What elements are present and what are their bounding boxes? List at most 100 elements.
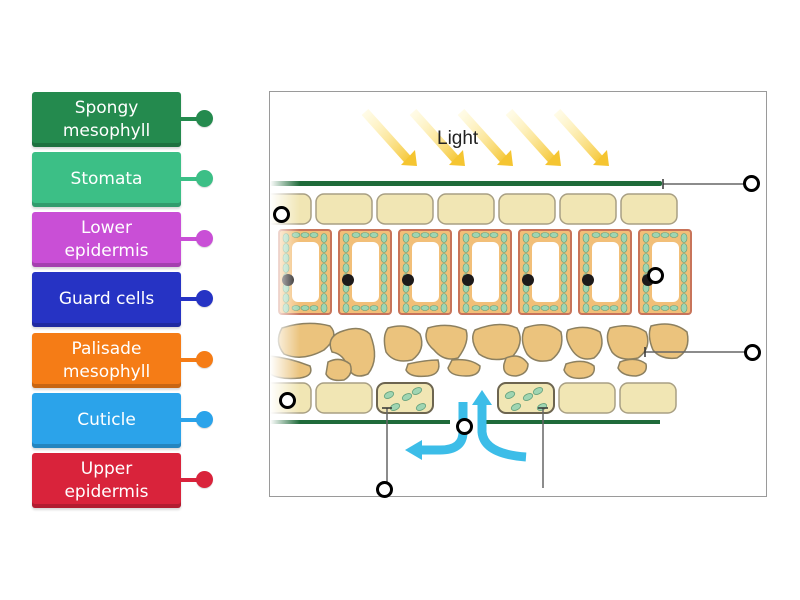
spongy-mesophyll-cell xyxy=(472,323,521,361)
chloroplast xyxy=(500,273,508,283)
chloroplast xyxy=(411,232,421,238)
upper-epidermis-cell xyxy=(620,193,678,225)
drop-target[interactable] xyxy=(273,206,290,223)
chloroplast xyxy=(591,305,601,311)
chloroplast xyxy=(489,305,499,311)
chloroplast xyxy=(369,305,379,311)
chloroplast xyxy=(342,253,350,263)
chloroplast xyxy=(560,273,568,283)
chloroplast xyxy=(420,232,430,238)
chloroplast xyxy=(531,232,541,238)
chloroplast xyxy=(282,253,290,263)
chloroplast xyxy=(582,233,590,243)
chloroplast xyxy=(402,303,410,313)
spongy-mesophyll-cell xyxy=(565,326,603,360)
chloroplast xyxy=(560,233,568,243)
label-text: Cuticle xyxy=(77,410,136,430)
drag-handle[interactable] xyxy=(196,471,213,488)
airflow-out-arrowhead xyxy=(405,440,422,460)
nucleus xyxy=(462,274,474,286)
drag-handle[interactable] xyxy=(196,170,213,187)
chloroplast xyxy=(462,293,470,303)
chloroplast xyxy=(440,273,448,283)
chloroplast xyxy=(549,232,559,238)
drop-target[interactable] xyxy=(376,481,393,498)
label-tile[interactable]: Spongy mesophyll xyxy=(32,92,181,147)
chloroplast xyxy=(560,293,568,303)
chloroplast xyxy=(300,232,310,238)
label-tile[interactable]: Stomata xyxy=(32,152,181,207)
drag-handle[interactable] xyxy=(196,230,213,247)
chloroplast xyxy=(320,233,328,243)
drop-target[interactable] xyxy=(744,344,761,361)
vacuole xyxy=(472,242,499,302)
chloroplast xyxy=(522,303,530,313)
label-connector xyxy=(181,478,203,482)
spongy-mesophyll-cell xyxy=(277,322,335,358)
chloroplast xyxy=(402,293,410,303)
chloroplast xyxy=(351,232,361,238)
label-tile[interactable]: Upper epidermis xyxy=(32,453,181,508)
chloroplast xyxy=(462,233,470,243)
chloroplast xyxy=(560,253,568,263)
nucleus xyxy=(522,274,534,286)
light-ray xyxy=(553,108,606,166)
chloroplast xyxy=(660,305,670,311)
drag-handle[interactable] xyxy=(196,290,213,307)
label-tile[interactable]: Cuticle xyxy=(32,393,181,448)
chloroplast xyxy=(560,263,568,273)
light-ray xyxy=(505,108,558,166)
chloroplast xyxy=(402,233,410,243)
chloroplast xyxy=(620,303,628,313)
chloroplast xyxy=(651,232,661,238)
chloroplast xyxy=(500,243,508,253)
chloroplast xyxy=(560,243,568,253)
drop-target[interactable] xyxy=(647,267,664,284)
drop-target[interactable] xyxy=(279,392,296,409)
spongy-mesophyll-cell xyxy=(521,324,563,362)
chloroplast xyxy=(380,293,388,303)
chloroplast xyxy=(342,293,350,303)
chloroplast xyxy=(620,233,628,243)
label-tile[interactable]: Guard cells xyxy=(32,272,181,327)
spongy-mesophyll-cell xyxy=(425,324,468,360)
drop-target[interactable] xyxy=(743,175,760,192)
drag-handle[interactable] xyxy=(196,351,213,368)
chloroplast xyxy=(669,232,679,238)
chloroplast xyxy=(380,263,388,273)
chloroplast xyxy=(342,303,350,313)
chloroplast xyxy=(380,233,388,243)
nucleus xyxy=(342,274,354,286)
chloroplast xyxy=(309,232,319,238)
leader-lines xyxy=(382,179,748,488)
palisade-cell xyxy=(458,229,512,315)
chloroplast xyxy=(282,293,290,303)
vacuole xyxy=(352,242,379,302)
chloroplast xyxy=(642,293,650,303)
chloroplast xyxy=(642,233,650,243)
chloroplast xyxy=(440,283,448,293)
chloroplast xyxy=(351,305,361,311)
drop-target[interactable] xyxy=(456,418,473,435)
chloroplast xyxy=(320,293,328,303)
upper-epidermis-cell xyxy=(559,193,617,225)
chloroplast xyxy=(522,243,530,253)
drag-handle[interactable] xyxy=(196,411,213,428)
label-connector xyxy=(181,358,203,362)
chloroplast xyxy=(320,263,328,273)
chloroplast xyxy=(500,253,508,263)
spongy-mesophyll-cell xyxy=(606,325,649,360)
chloroplast xyxy=(471,232,481,238)
label-tile[interactable]: Palisade mesophyll xyxy=(32,333,181,388)
label-tile[interactable]: Lower epidermis xyxy=(32,212,181,267)
chloroplast xyxy=(680,293,688,303)
chloroplast xyxy=(582,243,590,253)
chloroplast xyxy=(680,273,688,283)
leaf-cross-section-diagram: Light xyxy=(270,92,766,496)
chloroplast xyxy=(480,305,490,311)
spongy-mesophyll-cell xyxy=(447,358,481,377)
drag-handle[interactable] xyxy=(196,110,213,127)
chloroplast xyxy=(402,243,410,253)
airflow-in-arrowhead xyxy=(472,390,492,405)
chloroplast xyxy=(420,305,430,311)
